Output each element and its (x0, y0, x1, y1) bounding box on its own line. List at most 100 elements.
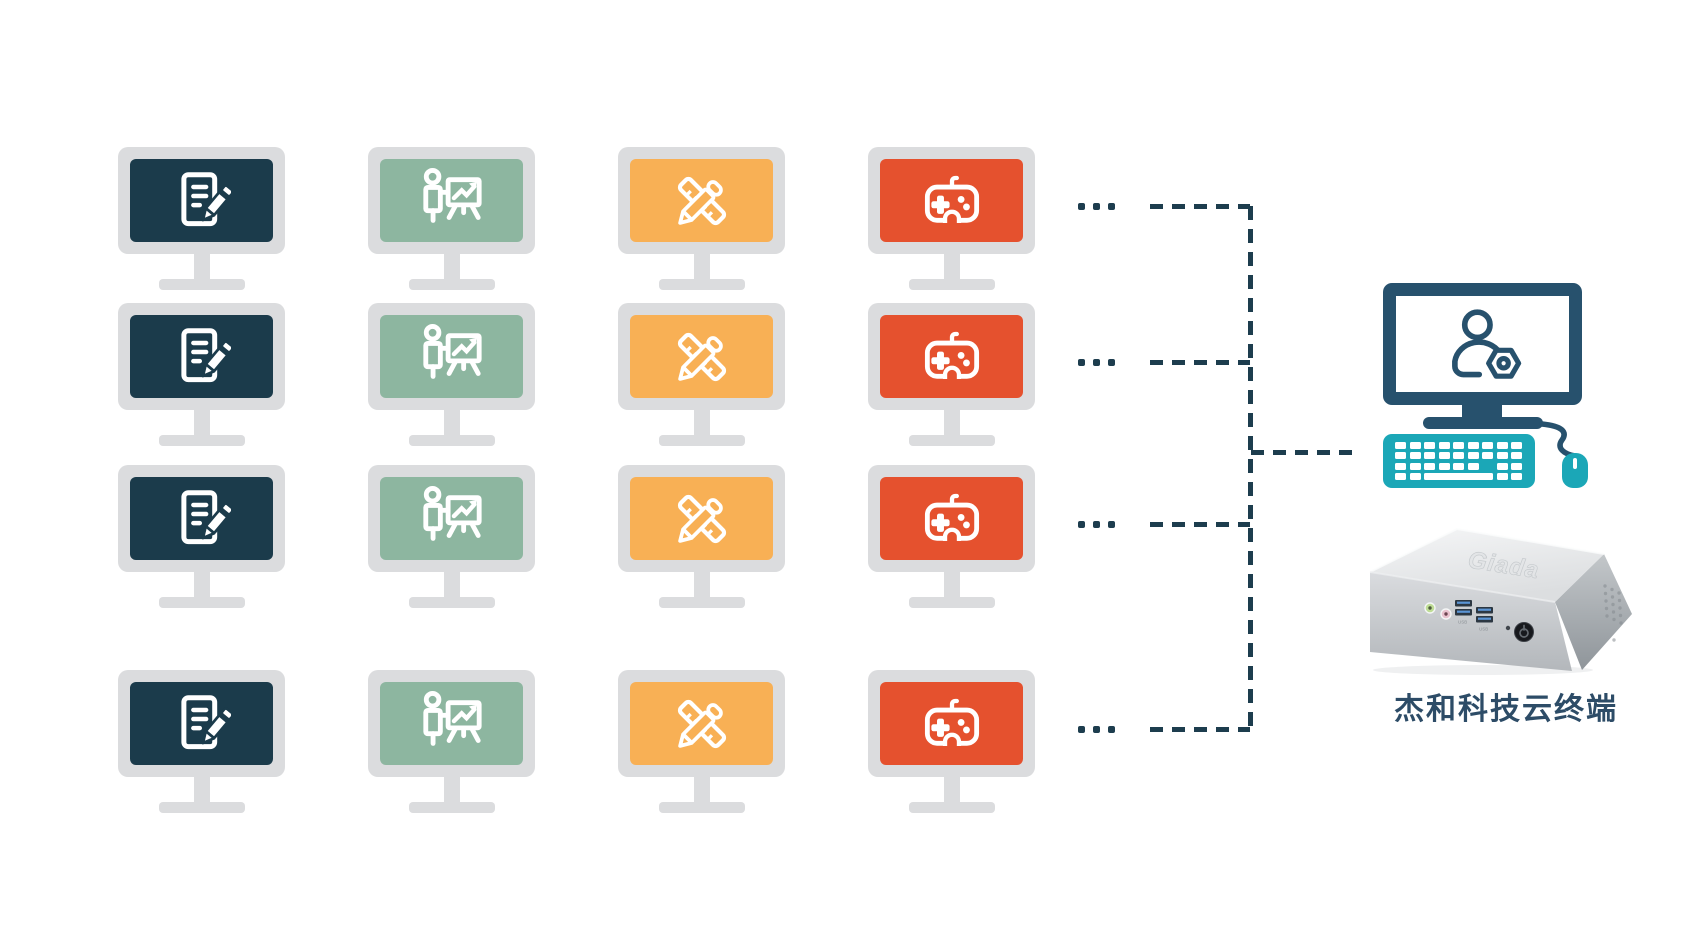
monitor-bezel (868, 670, 1035, 777)
monitor-bezel (868, 147, 1035, 254)
monitor-screen (630, 159, 773, 242)
monitor-stand-neck (693, 777, 710, 802)
monitor-stand-base (658, 802, 745, 813)
document-edit-icon (173, 693, 231, 755)
connector-terminal-line (1251, 450, 1355, 455)
workstation-monitor-document (118, 670, 285, 813)
monitor-bezel (868, 465, 1035, 572)
monitor-screen (380, 477, 523, 560)
monitor-stand-base (658, 435, 745, 446)
monitor-stand-neck (443, 410, 460, 435)
ruler-pencil-icon (672, 694, 732, 754)
monitor-stand-base (908, 597, 995, 608)
monitor-stand-neck (193, 254, 210, 279)
monitor-screen (880, 159, 1023, 242)
monitor-screen (130, 159, 273, 242)
monitor-screen (130, 315, 273, 398)
usb-port-label: USB (1479, 627, 1488, 632)
cloud-terminal-label: 杰和科技云终端 (1394, 693, 1618, 726)
monitor-bezel (368, 670, 535, 777)
connector-row1-line (1150, 204, 1250, 209)
presentation-chart-icon (419, 323, 485, 391)
monitor-stand-neck (693, 410, 710, 435)
ruler-pencil-icon (672, 171, 732, 231)
status-led (1505, 625, 1511, 631)
ellipsis-dots (1078, 203, 1115, 210)
monitor-screen (630, 477, 773, 560)
workstation-monitor-gaming (868, 465, 1035, 608)
admin-monitor (1383, 283, 1582, 405)
ruler-pencil-icon (672, 489, 732, 549)
monitor-stand-neck (693, 254, 710, 279)
monitor-screen (380, 315, 523, 398)
workstation-monitor-gaming (868, 670, 1035, 813)
ruler-pencil-icon (672, 327, 732, 387)
monitor-bezel (618, 147, 785, 254)
document-edit-icon (173, 326, 231, 388)
workstation-monitor-gaming (868, 303, 1035, 446)
workstation-monitor-design (618, 147, 785, 290)
presentation-chart-icon (419, 167, 485, 235)
presentation-chart-icon (419, 485, 485, 553)
keyboard-row (1395, 442, 1523, 449)
monitor-bezel (618, 670, 785, 777)
monitor-screen (880, 315, 1023, 398)
monitor-bezel (368, 465, 535, 572)
power-button (1514, 622, 1534, 642)
monitor-stand-base (408, 435, 495, 446)
monitor-bezel (118, 465, 285, 572)
monitor-screen (880, 477, 1023, 560)
monitor-stand-base (158, 802, 245, 813)
user-settings-icon (1438, 305, 1528, 384)
device-front-edge (1369, 571, 1556, 603)
monitor-bezel (118, 303, 285, 410)
monitor-stand-neck (193, 572, 210, 597)
workstation-monitor-document (118, 303, 285, 446)
monitor-stand-neck (193, 777, 210, 802)
usb-port-stack-1 (1455, 600, 1472, 616)
monitor-stand-neck (693, 572, 710, 597)
device-right-face (1555, 554, 1632, 670)
presentation-chart-icon (419, 690, 485, 758)
monitor-stand-base (408, 279, 495, 290)
usb-port-stack-2 (1476, 607, 1493, 623)
monitor-stand-base (158, 435, 245, 446)
monitor-screen (130, 682, 273, 765)
monitor-stand-neck (443, 254, 460, 279)
monitor-stand-neck (943, 572, 960, 597)
connector-row4-line (1150, 727, 1250, 732)
workstation-monitor-gaming (868, 147, 1035, 290)
mouse-cable (1539, 421, 1578, 459)
monitor-screen (380, 682, 523, 765)
connector-trunk-line (1248, 206, 1253, 731)
cloud-terminal-device: Giada USB USB (1369, 527, 1632, 675)
monitor-screen (380, 159, 523, 242)
monitor-stand-base (658, 279, 745, 290)
audio-jack-green-hole (1428, 606, 1432, 610)
workstation-monitor-design (618, 465, 785, 608)
monitor-screen (130, 477, 273, 560)
workstation-monitor-presentation (368, 303, 535, 446)
usb-port-label: USB (1458, 620, 1467, 625)
monitor-stand-base (908, 802, 995, 813)
monitor-bezel (868, 303, 1035, 410)
workstation-monitor-design (618, 670, 785, 813)
monitor-stand-neck (443, 572, 460, 597)
monitor-bezel (618, 303, 785, 410)
workstation-monitor-presentation (368, 147, 535, 290)
keyboard (1383, 434, 1535, 488)
monitor-stand-neck (443, 777, 460, 802)
connector-row3-line (1150, 522, 1250, 527)
connector-row2-line (1150, 360, 1250, 365)
device-edge-highlight (1369, 527, 1605, 573)
monitor-bezel (618, 465, 785, 572)
monitor-screen (880, 682, 1023, 765)
monitor-stand-base (908, 279, 995, 290)
monitor-stand-base (658, 597, 745, 608)
mouse (1562, 453, 1588, 488)
monitor-stand-base (158, 279, 245, 290)
monitor-bezel (368, 303, 535, 410)
gamepad-icon (922, 329, 982, 385)
monitor-stand-base (158, 597, 245, 608)
